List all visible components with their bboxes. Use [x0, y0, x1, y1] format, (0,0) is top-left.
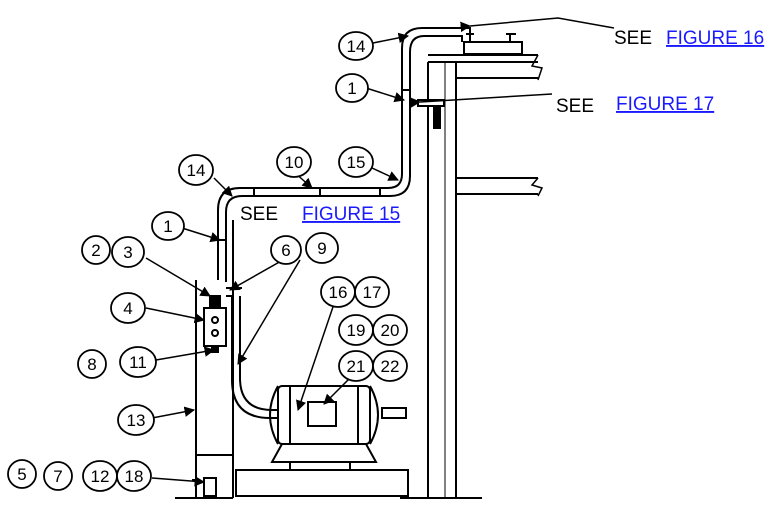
see-label: SEE — [614, 28, 652, 49]
callout-number: 2 — [91, 241, 100, 260]
callout-bubble — [270, 235, 302, 265]
leader-lines — [145, 17, 615, 487]
callout-bubble — [335, 73, 369, 103]
disconnect-switch — [203, 295, 227, 353]
callout-bubble — [338, 146, 374, 178]
callout-3: 3 — [111, 236, 145, 268]
figure-16-link[interactable]: FIGURE 16 — [666, 28, 764, 49]
callout-bubble — [338, 31, 374, 61]
callout-bubble — [372, 350, 408, 382]
callout-2: 2 — [81, 235, 111, 265]
callout-bubble — [354, 276, 390, 308]
callout-number: 1 — [163, 217, 172, 236]
callout-7: 7 — [43, 461, 73, 491]
figure-17-link[interactable]: FIGURE 17 — [616, 94, 714, 115]
callout-number: 7 — [53, 467, 62, 486]
callout-19: 19 — [338, 314, 374, 346]
callout-bubble — [276, 146, 312, 178]
callout-bubble — [372, 314, 408, 346]
callout-21: 21 — [338, 350, 374, 382]
figure-15-reference: SEE FIGURE 15 — [240, 204, 400, 225]
callout-12: 12 — [82, 460, 118, 492]
callout-number: 14 — [187, 161, 206, 180]
callout-bubble — [77, 349, 107, 379]
callout-11: 11 — [119, 346, 157, 378]
callout-number: 1 — [347, 79, 356, 98]
callout-number: 11 — [129, 353, 147, 372]
callout-10: 10 — [276, 146, 312, 178]
callout-22: 22 — [372, 350, 408, 382]
callout-number: 3 — [123, 243, 132, 262]
callout-8: 8 — [77, 349, 107, 379]
steel-structure — [400, 33, 544, 499]
callout-17: 17 — [354, 276, 390, 308]
callout-13: 13 — [117, 404, 155, 436]
callout-number: 10 — [285, 153, 304, 172]
callout-bubble — [110, 292, 146, 324]
see-label: SEE — [240, 204, 278, 225]
figure-17-reference: SEE FIGURE 17 — [556, 94, 714, 117]
callout-number: 21 — [347, 357, 366, 376]
callout-14: 14 — [338, 31, 374, 61]
callout-number: 18 — [125, 467, 144, 486]
callout-number: 17 — [363, 283, 382, 302]
callout-bubble — [151, 211, 185, 241]
callout-number: 4 — [123, 299, 132, 318]
callout-number: 14 — [347, 37, 366, 56]
callout-bubble — [7, 459, 37, 489]
callout-15: 15 — [338, 146, 374, 178]
callout-number: 22 — [381, 357, 400, 376]
callout-bubble — [116, 460, 152, 492]
see-label: SEE — [556, 96, 594, 117]
callout-9: 9 — [305, 232, 339, 264]
callout-bubble — [178, 154, 214, 186]
callout-20: 20 — [372, 314, 408, 346]
callout-number: 19 — [347, 321, 366, 340]
callout-number: 13 — [127, 411, 146, 430]
callout-number: 6 — [281, 241, 290, 260]
callout-number: 8 — [87, 355, 96, 374]
callout-bubble — [117, 404, 155, 436]
callout-number: 5 — [17, 465, 26, 484]
control-cabinet — [175, 220, 234, 499]
figure-15-link[interactable]: FIGURE 15 — [302, 204, 400, 225]
callout-16: 16 — [320, 276, 356, 308]
figure-16-reference: SEE FIGURE 16 — [614, 28, 764, 49]
callout-18: 18 — [116, 460, 152, 492]
callout-bubble — [119, 346, 157, 378]
callout-5: 5 — [7, 459, 37, 489]
callout-1: 1 — [151, 211, 185, 241]
callout-1: 1 — [335, 73, 369, 103]
callout-bubble — [305, 232, 339, 264]
callout-number: 15 — [347, 153, 366, 172]
callout-number: 9 — [317, 239, 326, 258]
motor — [235, 385, 409, 497]
callout-6: 6 — [270, 235, 302, 265]
callout-4: 4 — [110, 292, 146, 324]
callout-14: 14 — [178, 154, 214, 186]
callout-number: 12 — [91, 467, 110, 486]
callout-bubble — [81, 235, 111, 265]
callout-bubble — [111, 236, 145, 268]
callout-number: 16 — [329, 283, 348, 302]
callout-number: 20 — [381, 321, 400, 340]
callout-bubble — [43, 461, 73, 491]
